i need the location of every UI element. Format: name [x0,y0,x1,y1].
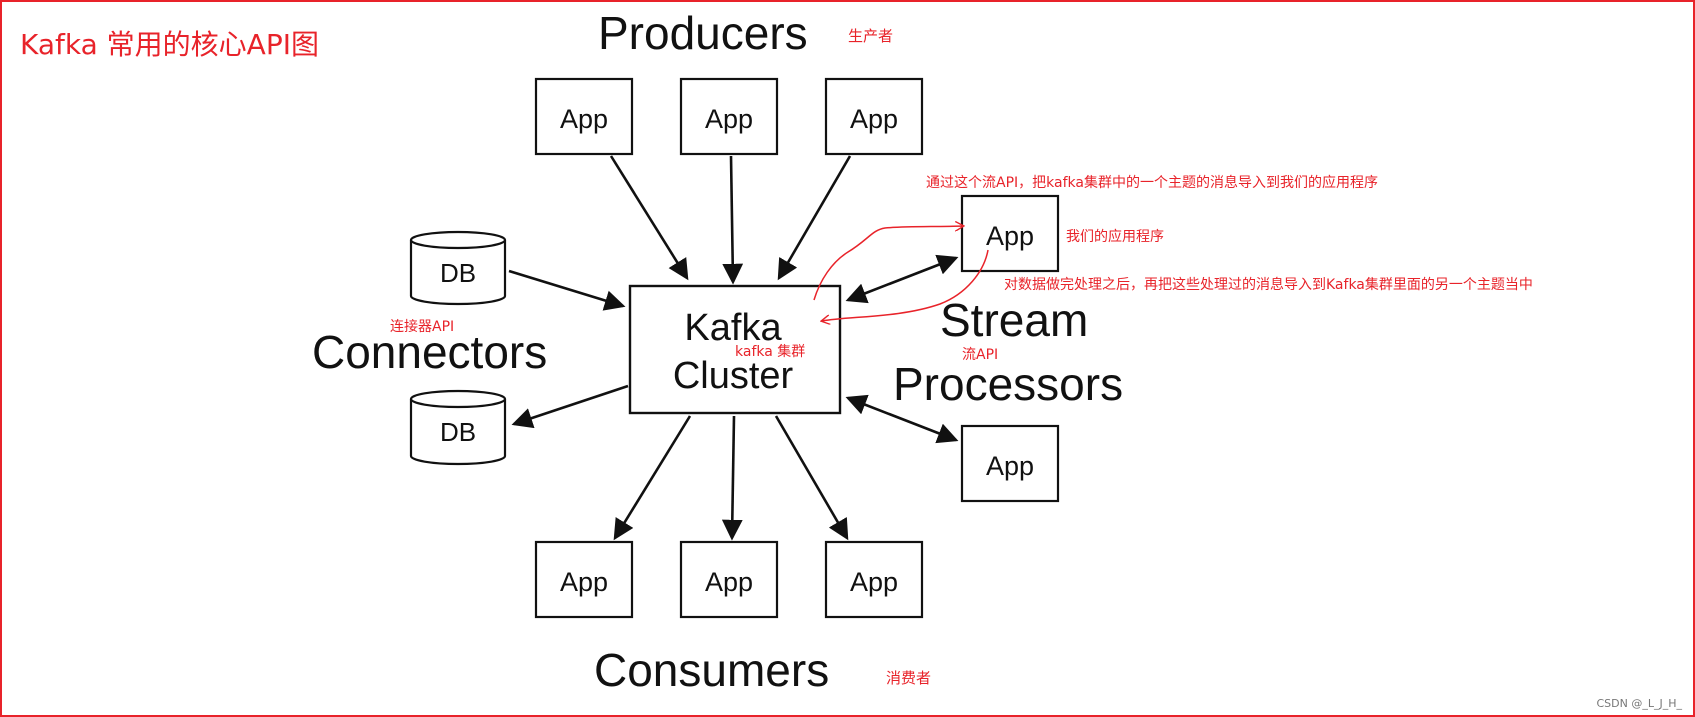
connector-db-bottom: DB [409,389,507,466]
producer-app-2: App [679,77,779,156]
kafka-cluster-box: Kafka Cluster [628,284,842,415]
arrow-producer-1-to-cluster [609,155,689,281]
arrow-cluster-to-consumer-1 [613,415,692,541]
cluster-label-line2: Cluster [673,355,794,397]
consumers-note: 消费者 [886,669,931,687]
connector-db-bottom-label: DB [440,417,476,447]
stream-app-bottom-label: App [986,451,1034,481]
page-title: Kafka 常用的核心API图 [20,28,319,61]
connectors-note: 连接器API [390,318,454,335]
annotation-arrow-cluster-to-app [813,226,963,301]
watermark: CSDN @_L_J_H_ [1596,697,1682,710]
annotation-stream-out: 对数据做完处理之后，再把这些处理过的消息导入到Kafka集群里面的另一个主题当中 [1004,276,1533,293]
producer-app-1: App [534,77,634,156]
stream-note: 流API [962,347,998,363]
stream-app-top: App [960,194,1060,273]
arrow-cluster-to-db [511,384,629,429]
connector-db-top: DB [409,230,507,306]
annotation-our-app: 我们的应用程序 [1066,228,1164,245]
stream-app-top-label: App [986,221,1034,251]
producers-title: Producers [598,7,808,59]
connector-db-top-label: DB [440,258,476,288]
consumer-app-3: App [824,540,924,619]
producer-app-3: App [824,77,924,156]
producer-app-3-label: App [850,104,898,134]
consumer-app-1-label: App [560,567,608,597]
arrow-producer-3-to-cluster [777,155,852,281]
stream-title-line1: Stream [940,294,1088,346]
arrow-producer-2-to-cluster [722,155,744,285]
stream-app-bottom: App [960,424,1060,503]
annotation-arrow-app-to-cluster [822,249,989,321]
connectors-title: Connectors [312,326,547,378]
consumer-app-2-label: App [705,567,753,597]
consumer-app-3-label: App [850,567,898,597]
annotation-stream-in: 通过这个流API，把kafka集群中的一个主题的消息导入到我们的应用程序 [926,174,1378,191]
consumers-title: Consumers [594,644,829,696]
arrow-cluster-to-consumer-3 [774,415,849,541]
consumer-app-1: App [534,540,634,619]
producer-app-2-label: App [705,104,753,134]
producers-note: 生产者 [848,27,893,45]
producer-app-1-label: App [560,104,608,134]
arrow-db-to-cluster [508,269,626,311]
arrow-cluster-to-consumer-2 [721,415,743,541]
arrow-cluster-stream-top [845,254,959,304]
cluster-label-line1: Kafka [684,307,782,349]
consumer-app-2: App [679,540,779,619]
arrow-cluster-stream-bottom [845,394,959,444]
stream-title-line2: Processors [893,358,1123,410]
cluster-note: kafka 集群 [735,343,805,360]
